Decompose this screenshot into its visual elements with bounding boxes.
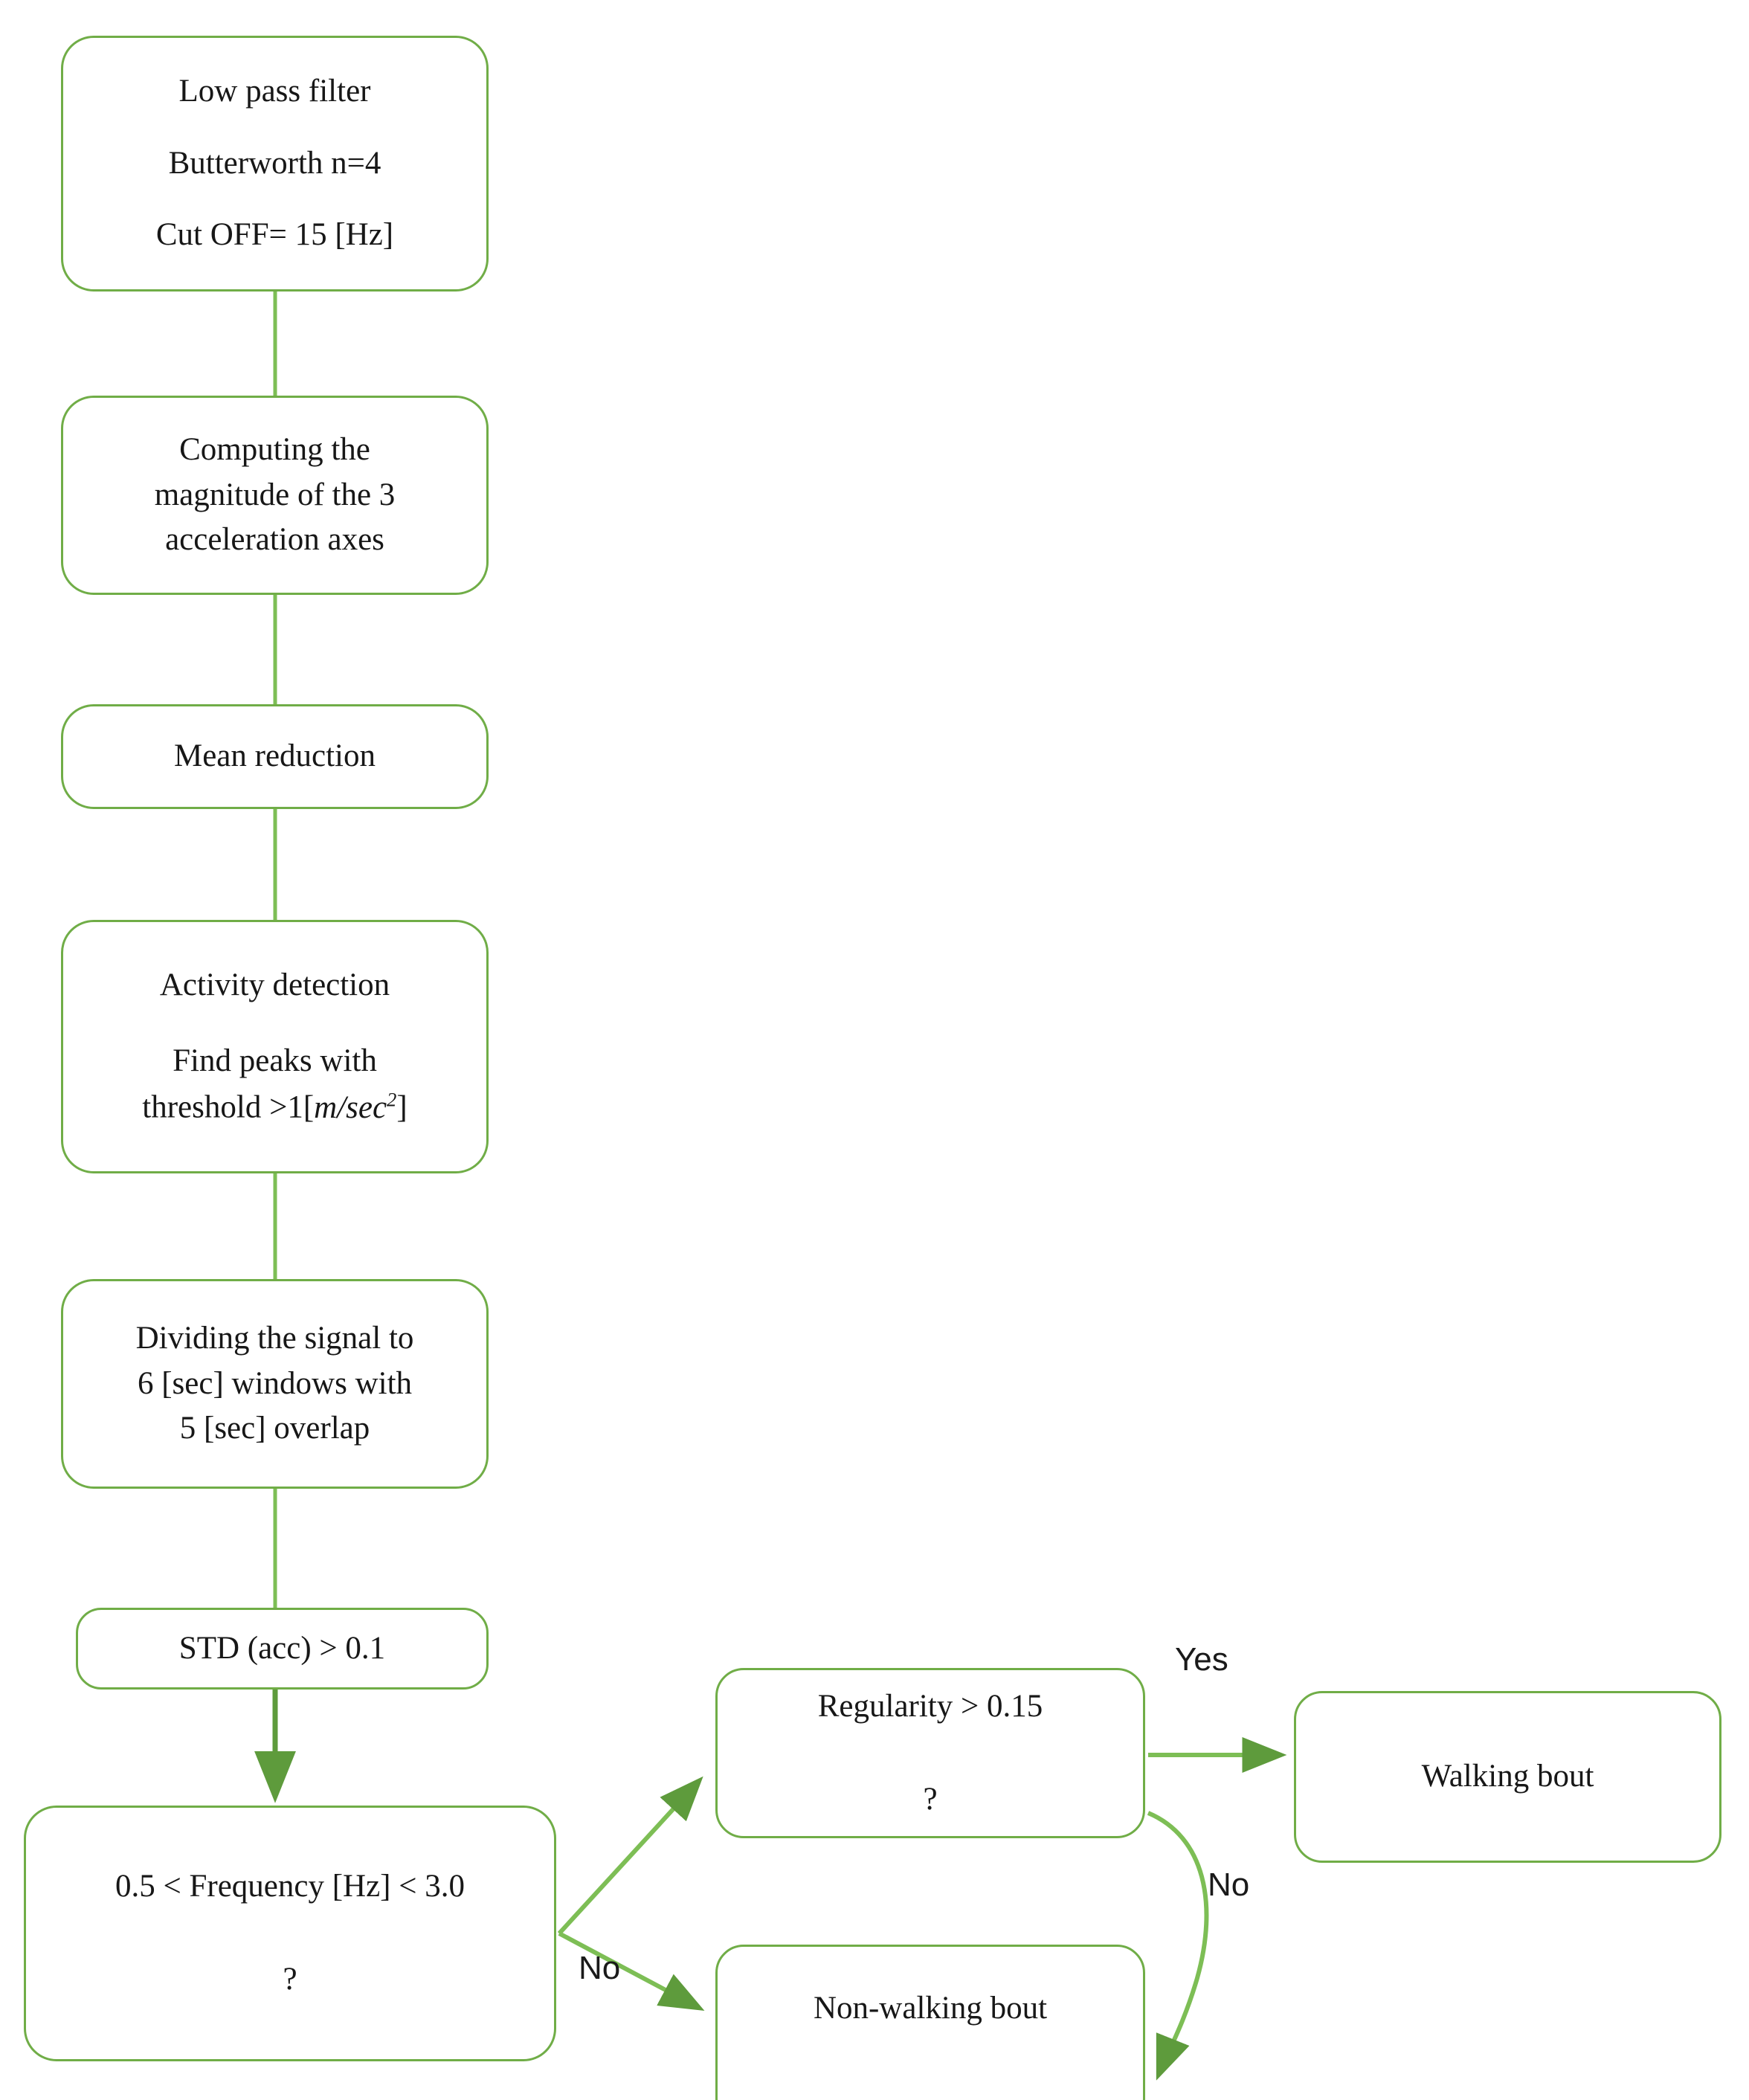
node-non-walking-bout[interactable]: Non-walking bout bbox=[715, 1945, 1145, 2100]
node-text-line: 6 [sec] windows with bbox=[137, 1365, 413, 1401]
node-text-line: Butterworth n=4 bbox=[168, 145, 381, 181]
node-text-line: Cut OFF= 15 [Hz] bbox=[155, 217, 394, 253]
connector-regularity-to-non-walking bbox=[1147, 1811, 1209, 2081]
node-text-line: Find peaks with bbox=[173, 1043, 377, 1079]
node-mean-reduction[interactable]: Mean reduction bbox=[61, 704, 489, 809]
node-text-line: Mean reduction bbox=[173, 738, 376, 774]
node-regularity-decision[interactable]: Regularity > 0.15 ? bbox=[715, 1668, 1145, 1838]
threshold-suffix: ] bbox=[396, 1089, 408, 1125]
node-text-line: Dividing the signal to bbox=[135, 1320, 414, 1356]
edge-label-frequency-no: No bbox=[579, 1950, 621, 1986]
threshold-prefix: threshold >1[ bbox=[142, 1089, 315, 1125]
node-text-line: Non-walking bout bbox=[813, 1991, 1048, 2026]
node-text-line: ? bbox=[283, 1962, 297, 1997]
node-text-line: acceleration axes bbox=[165, 522, 384, 558]
node-text-line: 0.5 < Frequency [Hz] < 3.0 bbox=[115, 1869, 466, 1904]
node-text-line: ? bbox=[923, 1781, 938, 1817]
node-text-line: magnitude of the 3 bbox=[154, 477, 396, 512]
threshold-unit: m/sec2 bbox=[314, 1088, 397, 1125]
node-text-line: Computing the bbox=[179, 431, 370, 467]
node-std-threshold[interactable]: STD (acc) > 0.1 bbox=[76, 1608, 489, 1690]
node-text-line: Low pass filter bbox=[178, 73, 371, 109]
node-text-line: 5 [sec] overlap bbox=[179, 1411, 370, 1446]
threshold-unit-exponent: 2 bbox=[387, 1088, 397, 1111]
node-low-pass-filter[interactable]: Low pass filter Butterworth n=4 Cut OFF=… bbox=[61, 36, 489, 292]
node-walking-bout[interactable]: Walking bout bbox=[1294, 1691, 1721, 1863]
node-compute-magnitude[interactable]: Computing the magnitude of the 3 acceler… bbox=[61, 396, 489, 595]
threshold-unit-base: m/sec bbox=[314, 1089, 387, 1125]
node-activity-detection[interactable]: Activity detection Find peaks with thres… bbox=[61, 920, 489, 1173]
node-text-line: STD (acc) > 0.1 bbox=[178, 1630, 386, 1666]
node-windowing[interactable]: Dividing the signal to 6 [sec] windows w… bbox=[61, 1279, 489, 1489]
node-frequency-decision[interactable]: 0.5 < Frequency [Hz] < 3.0 ? bbox=[24, 1806, 556, 2061]
connector-frequency-to-regularity bbox=[557, 1776, 703, 1936]
node-text-line: Regularity > 0.15 bbox=[817, 1688, 1043, 1724]
node-text-line: Activity detection bbox=[159, 967, 390, 1002]
node-text-line: Walking bout bbox=[1421, 1759, 1594, 1794]
node-text-line-threshold: threshold >1[m/sec2] bbox=[142, 1088, 407, 1127]
edge-label-regularity-yes: Yes bbox=[1175, 1641, 1228, 1678]
edge-label-regularity-no: No bbox=[1208, 1867, 1250, 1903]
